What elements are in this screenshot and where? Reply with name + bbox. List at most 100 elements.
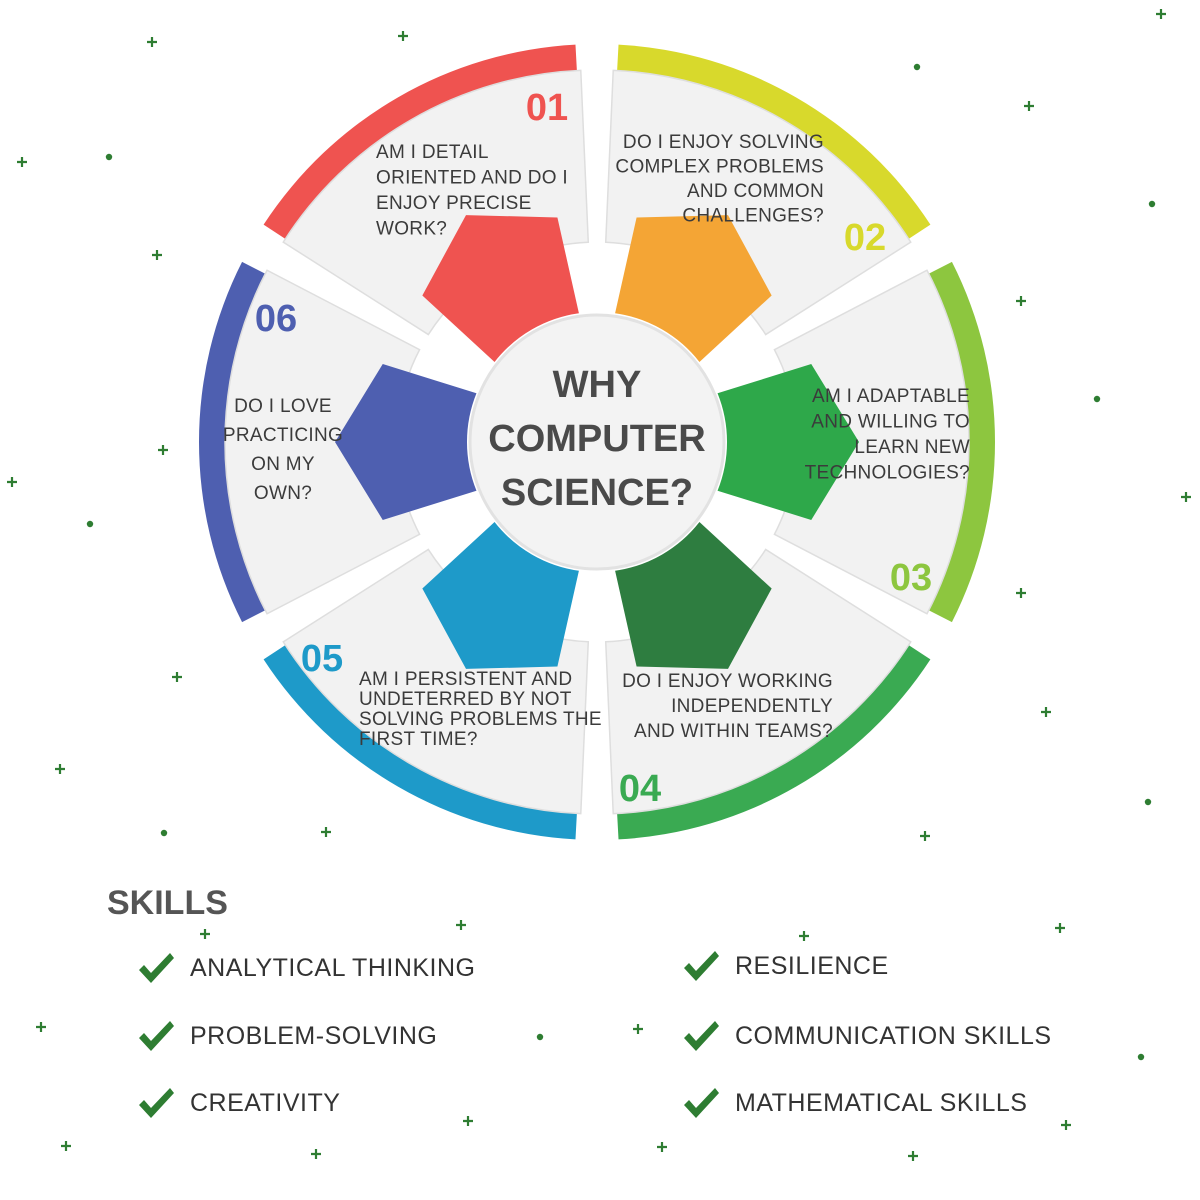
segment-question-line: COMPLEX PROBLEMS <box>615 157 824 178</box>
skill-item: ANALYTICAL THINKING <box>136 950 476 986</box>
segment-hub-block <box>335 364 477 520</box>
segment-number: 03 <box>890 557 932 599</box>
segment-question-line: TECHNOLOGIES? <box>805 463 970 484</box>
segment-question-line: AND WILLING TO <box>811 412 970 433</box>
segment-question-line: ENJOY PRECISE <box>376 193 532 214</box>
segment-question-line: WORK? <box>376 219 447 240</box>
sparkle-plus-icon <box>321 827 331 837</box>
sparkle-plus-icon <box>61 1141 71 1151</box>
segment-question-line: INDEPENDENTLY <box>671 696 833 717</box>
sparkle-plus-icon <box>311 1149 321 1159</box>
segment-question-line: LEARN NEW <box>854 437 970 458</box>
segment-arc <box>617 44 931 240</box>
segment-question-line: AND COMMON <box>687 181 824 202</box>
segment-question-line: PRACTICING <box>223 425 343 446</box>
segment-hub-block <box>615 522 772 669</box>
segment-question-line: SOLVING PROBLEMS THE <box>359 709 602 730</box>
sparkle-plus-icon <box>456 920 466 930</box>
segment-number: 01 <box>526 87 568 129</box>
checkmark-icon <box>684 1021 719 1051</box>
segment-question-line: CHALLENGES? <box>682 206 824 227</box>
segment-question-line: DO I ENJOY SOLVING <box>623 132 824 153</box>
sparkle-plus-icon <box>1181 492 1191 502</box>
segment-02: 02 DO I ENJOY SOLVING COMPLEX PROBLEMS AND … <box>604 44 931 362</box>
segment-number: 04 <box>619 768 661 810</box>
sparkle-dot-icon <box>1137 1053 1145 1061</box>
checkmark-icon <box>139 1021 174 1051</box>
checkmark-icon <box>684 951 719 981</box>
segment-arc <box>617 644 931 840</box>
segment-question-line: UNDETERRED BY NOT <box>359 689 572 710</box>
sparkle-plus-icon <box>1016 296 1026 306</box>
checkmark-icon <box>139 1088 174 1118</box>
sparkle-dot-icon <box>1093 395 1101 403</box>
sparkle-plus-icon <box>7 477 17 487</box>
skill-label: MATHEMATICAL SKILLS <box>735 1088 1028 1117</box>
segment-question-line: DO I ENJOY WORKING <box>622 671 833 692</box>
sparkle-plus-icon <box>55 764 65 774</box>
segment-number: 05 <box>301 638 343 680</box>
segment-question-line: DO I LOVE <box>234 396 332 417</box>
skill-item: COMMUNICATION SKILLS <box>681 1018 1052 1054</box>
skill-label: ANALYTICAL THINKING <box>190 953 476 982</box>
segment-hub-block <box>717 364 859 520</box>
sparkle-plus-icon <box>633 1024 643 1034</box>
skill-item: RESILIENCE <box>681 948 889 984</box>
sparkle-plus-icon <box>1024 101 1034 111</box>
segment-arc <box>263 44 577 240</box>
segment-number: 06 <box>255 298 297 340</box>
sparkle-plus-icon <box>152 250 162 260</box>
segment-question-line: AM I ADAPTABLE <box>812 386 970 407</box>
skill-label: CREATIVITY <box>190 1088 341 1117</box>
segment-question-line: AM I PERSISTENT AND <box>359 669 572 690</box>
sparkle-plus-icon <box>920 831 930 841</box>
segment-question-line: FIRST TIME? <box>359 729 478 750</box>
sparkle-plus-icon <box>147 37 157 47</box>
segment-arc <box>926 261 996 623</box>
segment-number: 02 <box>844 217 886 259</box>
segment-arc <box>199 261 268 623</box>
skill-item: CREATIVITY <box>136 1085 340 1121</box>
sparkle-plus-icon <box>172 672 182 682</box>
segment-hub-block <box>422 522 579 669</box>
sparkle-dot-icon <box>913 63 921 71</box>
sparkle-plus-icon <box>657 1142 667 1152</box>
segment-question-line: ON MY <box>251 454 315 475</box>
skill-label: COMMUNICATION SKILLS <box>735 1021 1052 1050</box>
segment-06: 06 DO I LOVE PRACTICING ON MY OWN? <box>199 261 477 623</box>
sparkle-plus-icon <box>1041 707 1051 717</box>
sparkle-plus-icon <box>158 445 168 455</box>
sparkle-plus-icon <box>908 1151 918 1161</box>
skill-label: PROBLEM-SOLVING <box>190 1021 438 1050</box>
sparkle-dot-icon <box>1148 200 1156 208</box>
sparkle-plus-icon <box>36 1022 46 1032</box>
segment-question-line: AM I DETAIL <box>376 142 489 163</box>
segment-arc <box>263 644 577 840</box>
center-line-3: SCIENCE? <box>501 472 693 514</box>
center-line-2: COMPUTER <box>488 418 705 460</box>
segment-04: 04 DO I ENJOY WORKING INDEPENDENTLY AND WIT… <box>604 522 931 840</box>
center-circle: WHY COMPUTER SCIENCE? <box>468 313 726 571</box>
segment-question-line: OWN? <box>254 483 312 504</box>
sparkle-plus-icon <box>1061 1120 1071 1130</box>
skills-title: SKILLS <box>107 884 228 922</box>
segment-hub-block <box>615 215 772 362</box>
sparkle-plus-icon <box>1156 9 1166 19</box>
sparkle-dot-icon <box>1144 798 1152 806</box>
sparkle-plus-icon <box>17 157 27 167</box>
sparkle-dot-icon <box>105 153 113 161</box>
sparkle-plus-icon <box>799 931 809 941</box>
sparkle-plus-icon <box>1055 923 1065 933</box>
segment-question-line: AND WITHIN TEAMS? <box>634 721 833 742</box>
sparkle-dot-icon <box>536 1033 544 1041</box>
center-line-1: WHY <box>553 364 642 406</box>
sparkle-plus-icon <box>398 31 408 41</box>
skill-item: MATHEMATICAL SKILLS <box>681 1085 1027 1121</box>
skill-label: RESILIENCE <box>735 951 889 980</box>
checkmark-icon <box>139 953 174 983</box>
skill-item: PROBLEM-SOLVING <box>136 1018 437 1054</box>
